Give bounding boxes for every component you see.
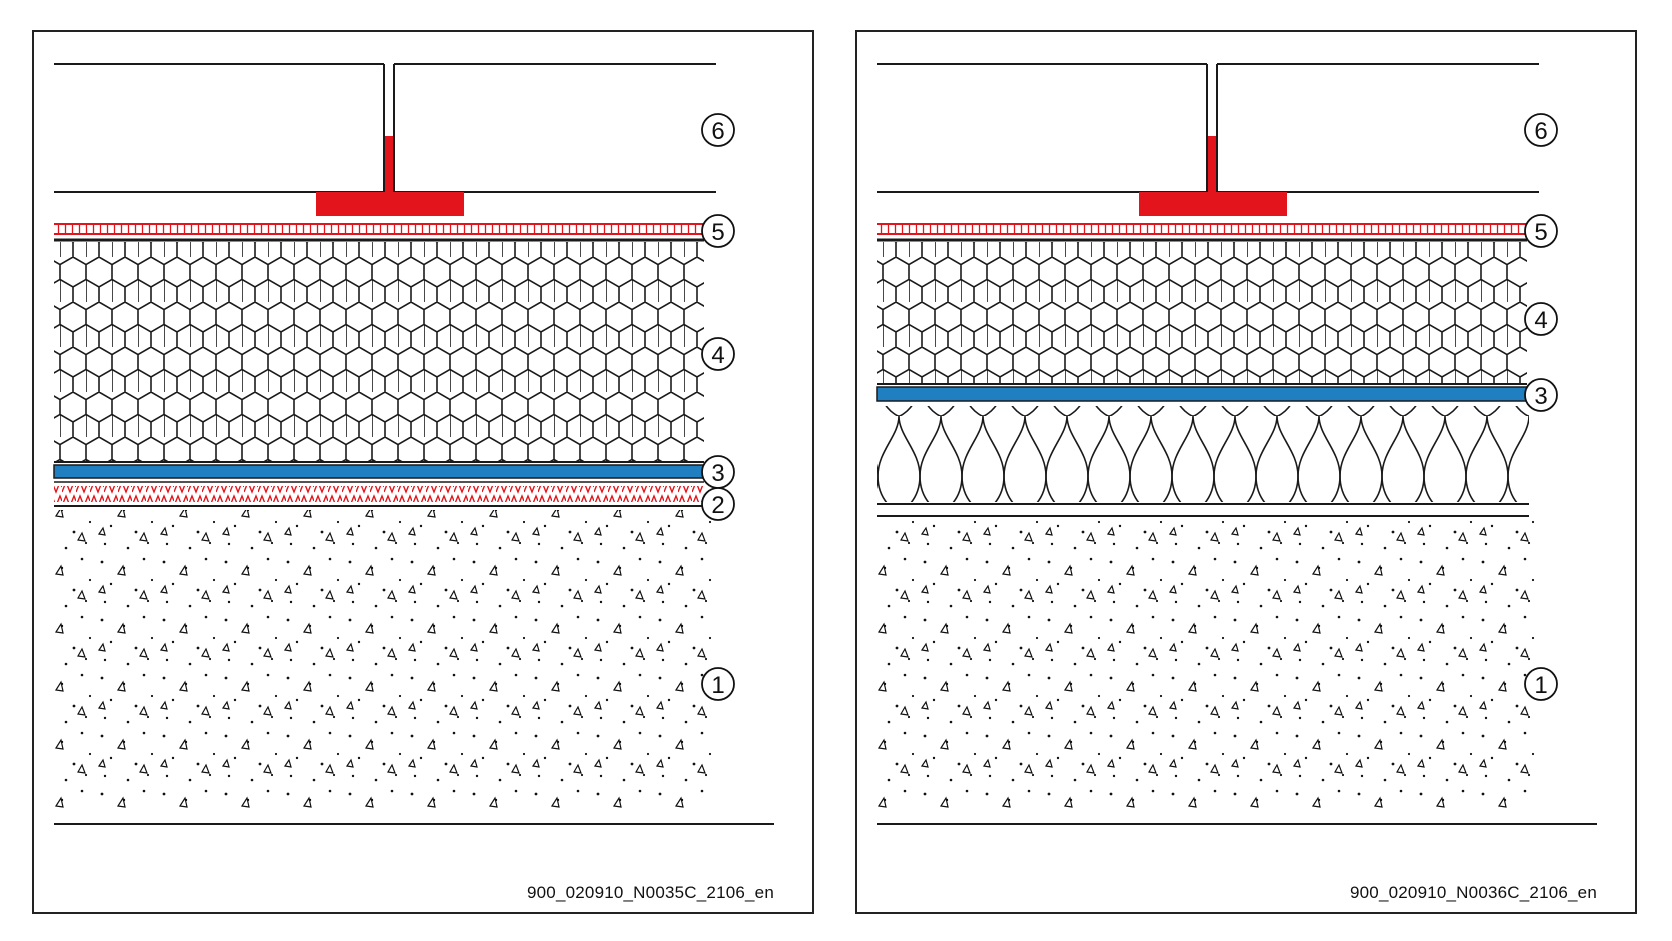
svg-text:3: 3 (1534, 383, 1547, 410)
callout-3: 3 (1524, 378, 1558, 412)
svg-text:4: 4 (1534, 307, 1547, 334)
honeycomb-screed-layer (877, 242, 1527, 384)
callout-3: 3 (701, 455, 735, 489)
svg-text:4: 4 (711, 342, 724, 369)
joint-profile (316, 192, 464, 216)
svg-text:1: 1 (1534, 672, 1547, 699)
callout-4: 4 (701, 337, 735, 371)
membrane-layer (877, 223, 1527, 242)
callout-5: 5 (1524, 214, 1558, 248)
detail-drawing-right: 6 5 4 3 1 900_020910_N0036C_2106_en (855, 30, 1637, 914)
blue-layer (876, 386, 1528, 402)
callout-1: 1 (1524, 667, 1558, 701)
tile-layer (54, 63, 716, 216)
insulation-layer (877, 406, 1529, 502)
svg-text:1: 1 (711, 672, 724, 699)
section-drawing: 6 5 4 3 2 1 (53, 63, 774, 825)
callout-6: 6 (701, 113, 735, 147)
decoupling-layer (54, 486, 704, 502)
svg-text:6: 6 (1534, 118, 1547, 145)
callout-5: 5 (701, 214, 735, 248)
blue-layer (53, 464, 705, 479)
membrane-layer (54, 223, 704, 242)
callout-1: 1 (701, 667, 735, 701)
detail-drawing-left: 6 5 4 3 2 1 900_020910_N0035C_2106_en (32, 30, 814, 914)
svg-text:6: 6 (711, 118, 724, 145)
joint-profile (1139, 192, 1287, 216)
joint-filler (1208, 136, 1216, 192)
tile-layer (877, 63, 1539, 216)
callout-4: 4 (1524, 302, 1558, 336)
drawing-reference: 900_020910_N0035C_2106_en (526, 883, 774, 902)
svg-text:5: 5 (711, 219, 724, 246)
svg-text:3: 3 (711, 460, 724, 487)
section-drawing: 6 5 4 3 1 (876, 63, 1597, 825)
joint-filler (385, 136, 393, 192)
svg-text:5: 5 (1534, 219, 1547, 246)
svg-text:2: 2 (711, 492, 724, 519)
concrete-substrate (54, 510, 714, 810)
drawing-reference: 900_020910_N0036C_2106_en (1349, 883, 1597, 902)
callout-2: 2 (701, 487, 735, 521)
concrete-substrate (877, 520, 1537, 810)
callout-6: 6 (1524, 113, 1558, 147)
honeycomb-screed-layer (54, 242, 704, 462)
